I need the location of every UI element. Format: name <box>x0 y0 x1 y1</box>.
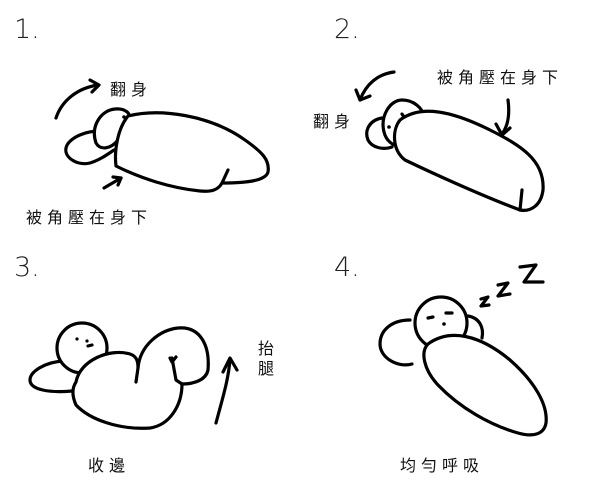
pillow-4 <box>378 318 414 367</box>
breathe-evenly-label-4: 均勻呼吸 <box>400 456 485 475</box>
lift-arrow-3 <box>214 358 232 425</box>
tuck-arrow-1 <box>102 176 123 190</box>
z-large <box>518 263 545 284</box>
panel-3-drawing <box>28 321 239 430</box>
z-small <box>479 295 491 308</box>
body-blanket-4 <box>422 333 548 437</box>
tuck-corner-label-1: 被角壓在身下 <box>26 208 153 227</box>
step-number-2: 2. <box>334 14 360 45</box>
panel-4-drawing <box>378 263 548 437</box>
turn-arrow-2 <box>358 70 396 102</box>
turn-arrow-1 <box>54 83 100 120</box>
step-number-4: 4. <box>334 252 360 283</box>
body-blanket-2 <box>393 109 545 212</box>
step-number-1: 1. <box>14 14 40 45</box>
head-1 <box>92 107 131 150</box>
pillow-2 <box>365 116 394 150</box>
body-blanket-3 <box>71 326 210 430</box>
tuck-corner-label-2: 被角壓在身下 <box>437 68 564 87</box>
panel-1-drawing <box>54 78 270 193</box>
turn-over-label-1: 翻身 <box>110 80 153 99</box>
body-blanket-1 <box>113 111 270 193</box>
tuck-edges-label-3: 收邊 <box>88 456 131 475</box>
pillow-3 <box>28 359 74 394</box>
turn-over-label-2: 翻身 <box>313 112 356 131</box>
lift-leg-label-3: 抬腿 <box>255 340 274 380</box>
panel-2-drawing <box>354 70 545 212</box>
z-medium <box>496 281 512 298</box>
step-number-3: 3. <box>14 252 40 283</box>
